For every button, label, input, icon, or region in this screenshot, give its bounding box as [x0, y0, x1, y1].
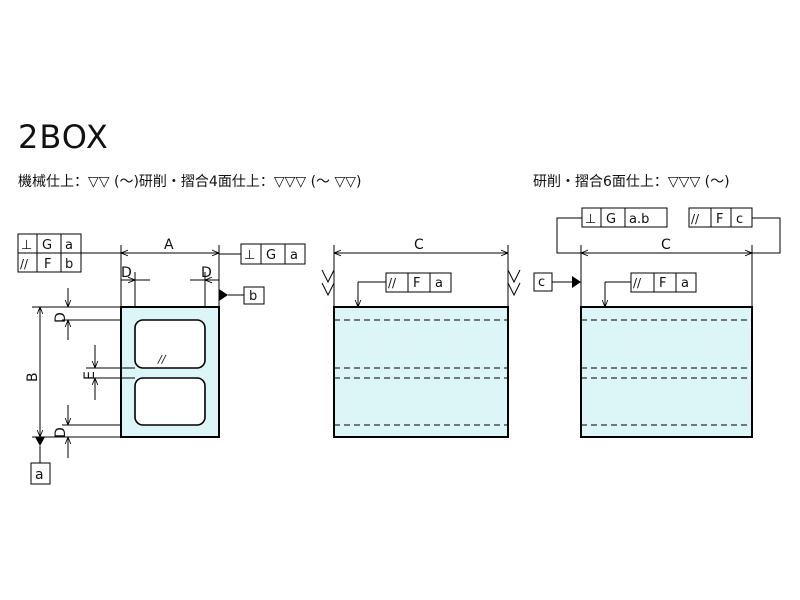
fcf-g: G [42, 238, 52, 253]
svg-text:⊥: ⊥ [585, 212, 596, 227]
parallel-symbol: // [20, 257, 29, 271]
svg-text:G: G [606, 212, 616, 227]
dim-D-left: D [121, 265, 132, 281]
dim-D-top: D [53, 312, 69, 323]
dim-E: E [82, 371, 98, 380]
perp-symbol: ⊥ [21, 238, 32, 253]
svg-text:F: F [413, 276, 420, 291]
fcf-datum-b: b [65, 257, 73, 272]
dim-A: A [164, 237, 174, 253]
datum-a-label: a [35, 467, 44, 483]
svg-text:a: a [435, 276, 443, 291]
cavity-upper [134, 319, 206, 369]
svg-text:⊥: ⊥ [244, 248, 255, 263]
front-view: // [120, 306, 220, 438]
svg-text://: // [388, 276, 397, 290]
side-view-6face [580, 306, 753, 438]
drawing-title: 2BOX [18, 118, 109, 156]
svg-text:G: G [266, 248, 276, 263]
cavity-lower [134, 377, 206, 426]
fcf-f: F [44, 257, 51, 272]
dim-D-right: D [201, 265, 212, 281]
finish-note-left: 機械仕上：▽▽ (〜)研削・摺合4面仕上：▽▽▽ (〜 ▽▽) [18, 174, 362, 190]
dim-C-mid: C [414, 237, 424, 253]
svg-text://: // [691, 212, 700, 226]
svg-text:c: c [736, 212, 743, 227]
fcf-left-stack: ⊥ G a // F b [17, 233, 82, 273]
svg-text:a: a [290, 248, 298, 263]
fcf-datum-a: a [65, 238, 73, 253]
dim-C-right: C [661, 237, 671, 253]
datum-c-label: c [538, 275, 545, 290]
fcf-datum-ab: a.b [629, 212, 649, 227]
svg-text:F: F [716, 212, 723, 227]
datum-b-label: b [249, 289, 257, 304]
finish-note-right: 研削・摺合6面仕上：▽▽▽ (〜) [533, 174, 730, 190]
fcf-front-perp: ⊥ G a [240, 243, 306, 265]
dim-B: B [25, 372, 41, 382]
cavity-mark: // [157, 353, 167, 366]
side-view [333, 306, 509, 438]
svg-text:a: a [681, 276, 689, 291]
svg-text:F: F [659, 276, 666, 291]
dim-D-bottom: D [53, 427, 69, 438]
svg-text://: // [633, 276, 642, 290]
